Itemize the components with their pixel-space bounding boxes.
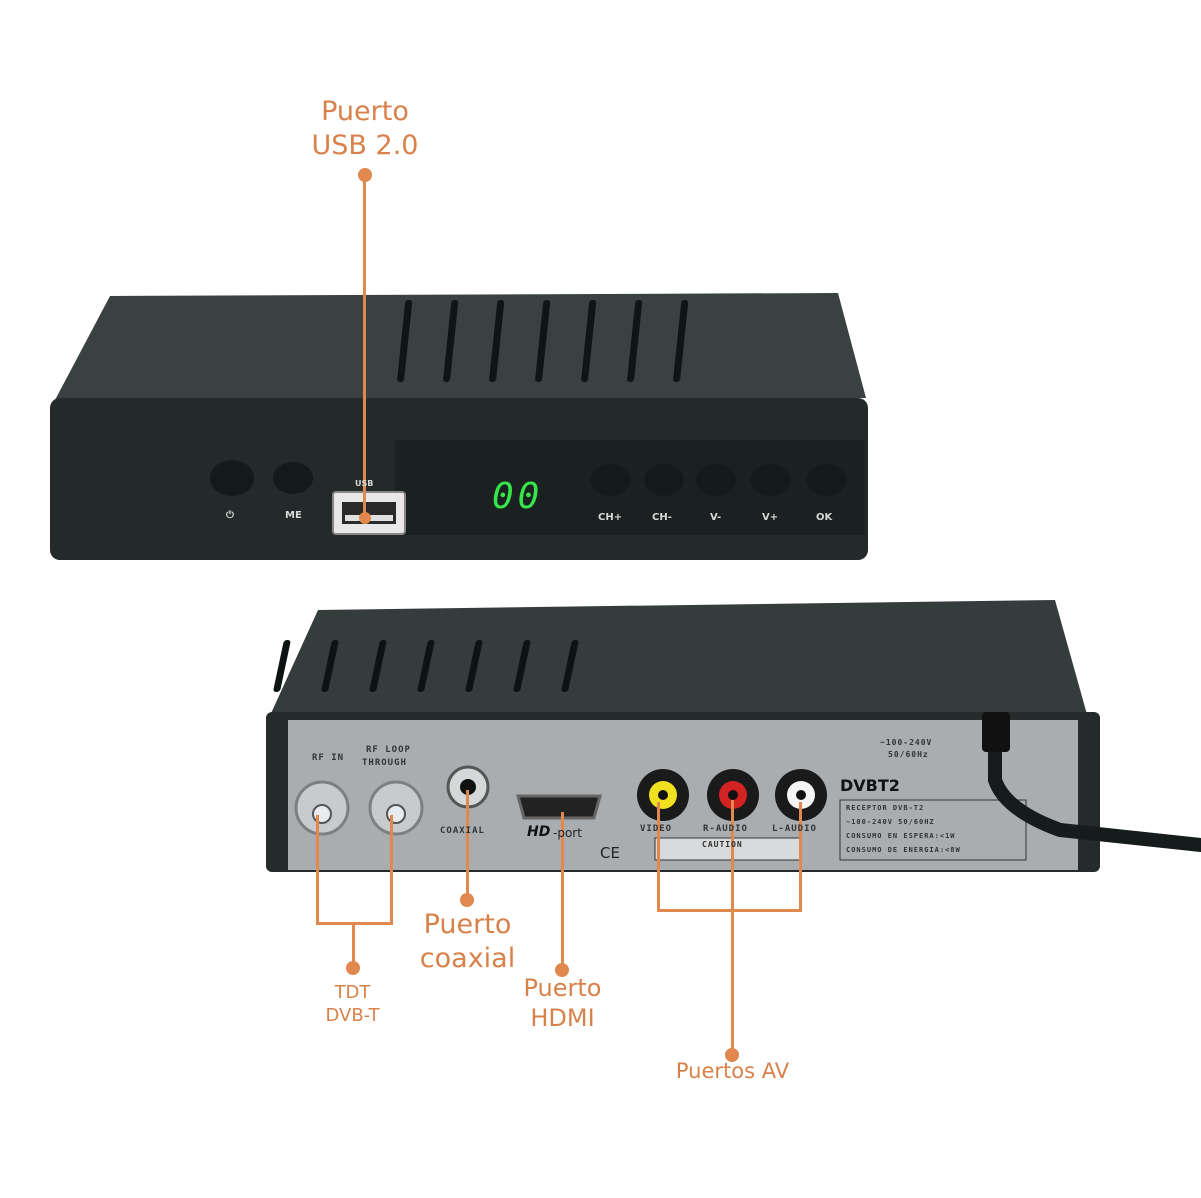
callout-dots [346, 168, 739, 1062]
info-line-2: ~100-240V 50/60HZ [846, 818, 935, 826]
v-minus-label: V- [710, 512, 722, 523]
callout-tdt: TDT DVB-T [300, 982, 405, 1027]
ce-mark: CE [600, 844, 620, 862]
front-buttons [210, 460, 846, 496]
info-line-3: CONSUMO EN ESPERA:<1W [846, 832, 956, 840]
callout-coaxial-line1: Puerto [423, 909, 512, 940]
caution-label: CAUTION [702, 840, 743, 849]
hdmi-connector [516, 794, 602, 820]
r-audio-label: R-AUDIO [703, 824, 748, 834]
callout-hdmi-line2: HDMI [530, 1004, 595, 1032]
ch-plus-label: CH+ [598, 512, 623, 523]
info-box [839, 799, 1027, 861]
ch-minus-label: CH- [652, 512, 672, 523]
l-audio-label: L-AUDIO [772, 824, 817, 834]
callout-hdmi-line1: Puerto [523, 974, 602, 1002]
callout-tdt-line1: TDT [334, 982, 371, 1003]
power-button-symbol: ⏻ [226, 510, 234, 521]
callout-usb-line2: USB 2.0 [311, 129, 419, 161]
callout-tdt-line2: DVB-T [325, 1004, 380, 1026]
rf-loop-label-2: THROUGH [362, 758, 407, 768]
info-line-4: CONSUMO DE ENERGIA:<8W [846, 846, 961, 854]
hdmi-port-label: -port [553, 826, 582, 840]
rf-in-label: RF IN [312, 753, 345, 763]
video-label: VIDEO [640, 824, 673, 834]
rca-connectors [637, 769, 827, 821]
rear-vents [273, 640, 579, 692]
front-device-top [55, 293, 866, 400]
callout-usb: Puerto USB 2.0 [270, 95, 460, 163]
front-display: 00 [492, 476, 544, 517]
callout-coaxial-line2: coaxial [419, 942, 516, 974]
callout-av: Puertos AV [675, 1059, 790, 1083]
voltage-label-1: ~100-240V [880, 738, 933, 747]
callout-lines [316, 178, 802, 1055]
rf-connectors [294, 780, 424, 836]
me-button-label: ME [285, 510, 302, 521]
ok-label: OK [816, 512, 833, 523]
callout-usb-line1: Puerto [321, 96, 409, 127]
rear-device-top [268, 600, 1088, 720]
rf-loop-label-1: RF LOOP [366, 745, 411, 755]
power-cable [988, 733, 1201, 852]
front-vents [397, 300, 689, 382]
callout-coaxial: Puerto coaxial [400, 908, 535, 976]
v-plus-label: V+ [762, 512, 779, 523]
coaxial-label: COAXIAL [440, 826, 485, 836]
brand-logo: DVBT2 [840, 776, 900, 795]
voltage-label-2: 50/60Hz [888, 750, 929, 759]
info-line-1: RECEPTOR DVB-T2 [846, 804, 925, 812]
callout-hdmi: Puerto HDMI [500, 973, 625, 1033]
hdmi-hd-label: HD [527, 824, 551, 840]
usb-label: USB [355, 479, 374, 488]
